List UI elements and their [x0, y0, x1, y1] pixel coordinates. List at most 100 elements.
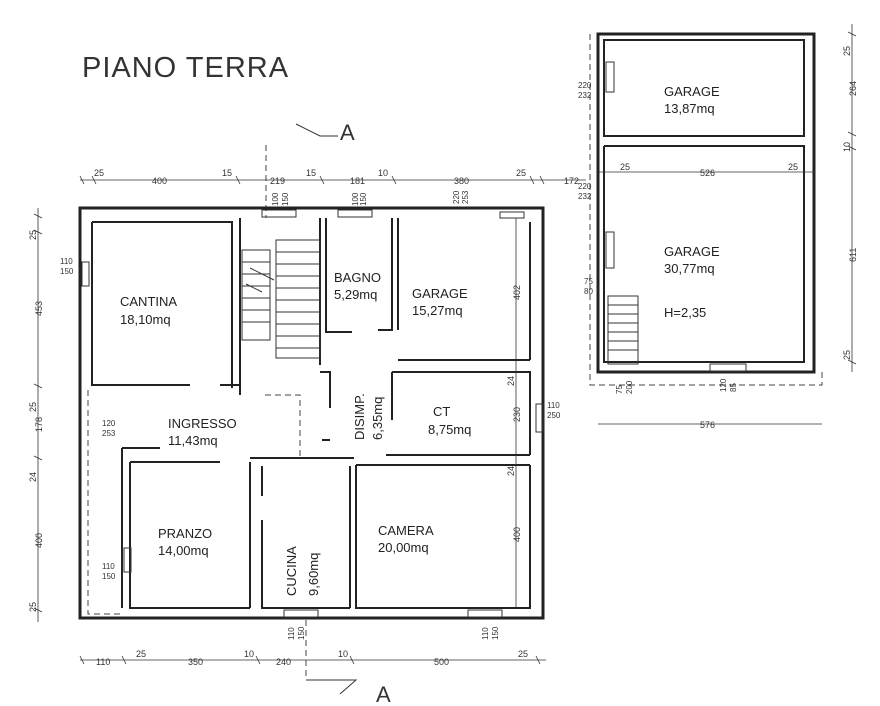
svg-text:25: 25 [788, 162, 798, 172]
svg-text:15: 15 [306, 168, 316, 178]
room-bagno-area: 5,29mq [334, 287, 377, 302]
svg-text:25: 25 [28, 402, 38, 412]
svg-text:150: 150 [297, 626, 306, 640]
svg-text:220: 220 [578, 182, 592, 191]
dimension-garage-width: 576 [598, 420, 822, 430]
svg-text:25: 25 [842, 46, 852, 56]
stair-outline [265, 394, 301, 458]
svg-text:15: 15 [222, 168, 232, 178]
room-cantina-area: 18,10mq [120, 312, 171, 327]
dimension-top-right: 25 526 25 [598, 162, 814, 178]
svg-text:150: 150 [102, 572, 116, 581]
opening-labels: 110 150 100 150 100 150 220 253 120 253 … [60, 81, 738, 640]
svg-text:10: 10 [842, 142, 852, 152]
svg-text:25: 25 [136, 649, 146, 659]
room-cucina-name: CUCINA [284, 546, 299, 596]
plan-title: PIANO TERRA [82, 52, 289, 84]
svg-text:380: 380 [454, 176, 469, 186]
svg-text:200: 200 [625, 380, 634, 394]
svg-text:150: 150 [281, 192, 290, 206]
svg-text:230: 230 [512, 407, 522, 422]
dimension-left: 25 453 25 178 24 400 25 [28, 208, 44, 622]
svg-text:150: 150 [359, 192, 368, 206]
room-bagno-name: BAGNO [334, 270, 381, 285]
svg-text:10: 10 [338, 649, 348, 659]
svg-text:576: 576 [700, 420, 715, 430]
room-camera-name: CAMERA [378, 523, 434, 538]
svg-text:25: 25 [516, 168, 526, 178]
svg-text:402: 402 [512, 285, 522, 300]
svg-text:178: 178 [34, 417, 44, 432]
svg-text:85: 85 [729, 383, 738, 392]
svg-text:500: 500 [434, 657, 449, 667]
svg-text:10: 10 [244, 649, 254, 659]
svg-text:400: 400 [34, 533, 44, 548]
room-garage-big-area: 30,77mq [664, 261, 715, 276]
svg-text:24: 24 [28, 472, 38, 482]
room-garage-big-height: H=2,35 [664, 305, 706, 320]
svg-text:150: 150 [60, 267, 74, 276]
svg-text:253: 253 [102, 429, 116, 438]
svg-text:25: 25 [620, 162, 630, 172]
room-garage-name: GARAGE [412, 286, 468, 301]
svg-text:264: 264 [848, 81, 858, 96]
windows [81, 209, 544, 618]
room-ct-name: CT [433, 404, 450, 419]
svg-text:110: 110 [102, 562, 115, 571]
svg-text:253: 253 [461, 190, 470, 204]
svg-text:240: 240 [276, 657, 291, 667]
svg-text:526: 526 [700, 168, 715, 178]
svg-text:453: 453 [34, 301, 44, 316]
svg-text:181: 181 [350, 176, 365, 186]
svg-text:A: A [340, 120, 355, 145]
room-garage-top-area: 13,87mq [664, 101, 715, 116]
svg-text:120: 120 [102, 419, 116, 428]
svg-text:611: 611 [848, 248, 858, 262]
svg-text:110: 110 [547, 401, 560, 410]
svg-text:120: 120 [719, 378, 728, 392]
garage-stairs [607, 295, 639, 365]
svg-text:232: 232 [578, 91, 592, 100]
svg-text:110: 110 [481, 627, 490, 640]
room-ingresso-area: 11,43mq [168, 433, 218, 448]
section-mark-top: A [295, 120, 355, 145]
svg-text:24: 24 [506, 376, 516, 386]
dimension-top: 25 400 15 219 15 181 10 380 25 172 [79, 168, 586, 186]
svg-text:80: 80 [584, 287, 593, 296]
svg-text:220: 220 [452, 190, 461, 204]
staircase [241, 239, 321, 359]
svg-text:25: 25 [518, 649, 528, 659]
dimension-right: 25 264 10 611 25 [842, 24, 858, 372]
svg-text:172: 172 [564, 176, 579, 186]
svg-text:25: 25 [28, 602, 38, 612]
room-disimp-name: DISIMP. [352, 393, 367, 440]
dimension-bottom: 110 25 350 10 240 10 500 25 [79, 649, 546, 667]
room-garage-big-name: GARAGE [664, 244, 720, 259]
svg-text:400: 400 [152, 176, 167, 186]
svg-text:25: 25 [94, 168, 104, 178]
room-garage-top-name: GARAGE [664, 84, 720, 99]
svg-text:110: 110 [60, 257, 73, 266]
svg-text:250: 250 [547, 411, 561, 420]
svg-text:219: 219 [270, 176, 285, 186]
dimension-inner: 402 24 230 24 400 [506, 218, 522, 608]
svg-text:232: 232 [578, 192, 592, 201]
room-cucina-area: 9,60mq [306, 553, 321, 596]
room-ct-area: 8,75mq [428, 422, 471, 437]
room-garage-area: 15,27mq [412, 303, 463, 318]
svg-text:10: 10 [378, 168, 388, 178]
svg-text:100: 100 [271, 192, 280, 206]
room-cantina-name: CANTINA [120, 294, 177, 309]
svg-text:110: 110 [287, 627, 296, 640]
room-pranzo-name: PRANZO [158, 526, 212, 541]
detached-garage-walls [589, 32, 823, 386]
svg-text:75: 75 [584, 277, 593, 286]
svg-text:25: 25 [842, 350, 852, 360]
svg-text:25: 25 [28, 230, 38, 240]
portico-outline [87, 390, 122, 615]
svg-text:75: 75 [615, 385, 624, 394]
room-disimp-area: 6,35mq [370, 397, 385, 440]
svg-text:24: 24 [506, 466, 516, 476]
room-camera-area: 20,00mq [378, 540, 429, 555]
